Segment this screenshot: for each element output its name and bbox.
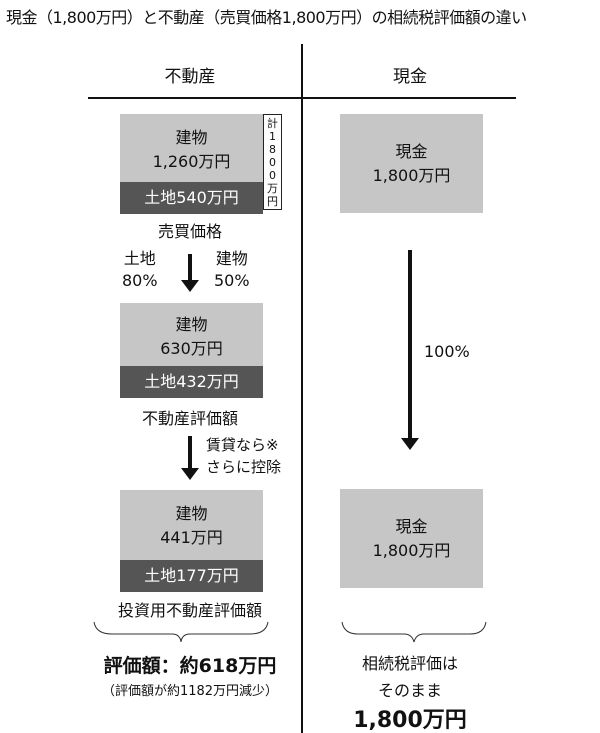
purchase-price-label: 売買価格 [157, 222, 222, 241]
cash-label: 現金 [395, 517, 428, 536]
result-valuation: 評価額：約618万円 [103, 655, 277, 677]
rental-deduction-note: 賃貸なら※ さらに控除 [206, 434, 281, 478]
cash-result-value: 1,800万円 [353, 708, 467, 733]
note-line: さらに控除 [206, 458, 282, 476]
property-box-investment: 建物 441万円 土地177万円 [120, 490, 263, 592]
land-value: 土地540万円 [120, 182, 263, 214]
land-value: 土地177万円 [120, 560, 263, 592]
brace-icon [93, 621, 269, 643]
valuation-label: 不動産評価額 [141, 409, 238, 428]
cash-result-line2: そのまま [377, 681, 442, 700]
cash-box-valuation: 現金 1,800万円 [340, 489, 483, 588]
total-char: 1 [269, 130, 276, 143]
down-arrow-icon [181, 254, 199, 292]
cash-value: 1,800万円 [372, 541, 451, 560]
result-reduction-note: （評価額が約1182万円減少） [101, 684, 279, 699]
building-value: 630万円 [160, 339, 223, 358]
building-value: 441万円 [160, 528, 223, 547]
total-char: 8 [269, 143, 276, 156]
building-ratio-value: 50% [214, 271, 250, 290]
property-box-purchase: 建物 1,260万円 土地540万円 [120, 114, 263, 214]
total-char: 万 [267, 182, 278, 195]
investment-valuation-label: 投資用不動産評価額 [117, 601, 262, 620]
building-label: 建物 [175, 128, 208, 147]
header-real-estate: 不動産 [164, 67, 216, 87]
down-arrow-icon [401, 250, 419, 450]
land-ratio: 土地 80% [122, 248, 158, 292]
land-ratio-label: 土地 [123, 249, 156, 268]
cash-box-initial: 現金 1,800万円 [340, 114, 483, 213]
total-char: 0 [269, 156, 276, 169]
property-box-valuation: 建物 630万円 土地432万円 [120, 303, 263, 398]
land-ratio-value: 80% [122, 271, 158, 290]
down-arrow-icon [181, 436, 199, 480]
total-label: 計 1 8 0 0 万 円 [263, 114, 282, 210]
header-cash: 現金 [393, 67, 427, 87]
diagram-title: 現金（1,800万円）と不動産（売買価格1,800万円）の相続税評価額の違い [6, 8, 527, 27]
land-value: 土地432万円 [120, 366, 263, 398]
cash-result-line1: 相続税評価は [361, 654, 458, 673]
brace-icon [341, 621, 487, 643]
cash-label: 現金 [395, 142, 428, 161]
building-value: 1,260万円 [152, 152, 231, 171]
total-char: 円 [267, 195, 278, 208]
building-label: 建物 [175, 504, 208, 523]
building-ratio-label: 建物 [215, 249, 248, 268]
note-line: 賃貸なら※ [206, 436, 279, 454]
total-char: 0 [269, 169, 276, 182]
building-label: 建物 [175, 315, 208, 334]
building-ratio: 建物 50% [214, 248, 250, 292]
ratio-100-label: 100% [424, 342, 470, 361]
cash-value: 1,800万円 [372, 166, 451, 185]
column-divider [301, 44, 303, 733]
total-char: 計 [267, 117, 278, 130]
